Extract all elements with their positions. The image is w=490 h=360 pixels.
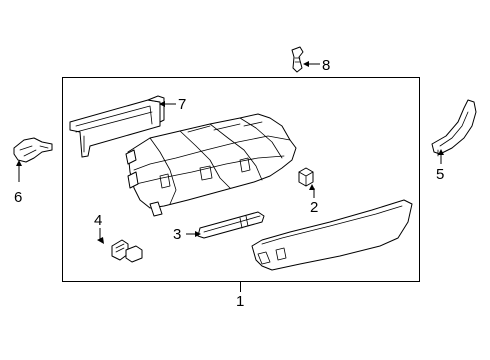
- part-housing: [125, 113, 297, 217]
- part-2-clip: [298, 167, 314, 187]
- part-6-bracket: [13, 137, 53, 163]
- part-7-bracket: [69, 95, 165, 158]
- part-door: [251, 199, 413, 271]
- part-4-latch: [111, 239, 143, 263]
- part-3-damper: [197, 211, 265, 239]
- callout-2: 2: [310, 199, 318, 216]
- callout-4: 4: [94, 212, 102, 229]
- part-8-clip: [291, 46, 304, 73]
- callout-8: 8: [322, 57, 330, 74]
- callout-3: 3: [173, 226, 181, 243]
- leader-lines: [16, 61, 444, 292]
- callout-6: 6: [14, 189, 22, 206]
- callout-1: 1: [236, 293, 244, 310]
- callout-7: 7: [178, 96, 186, 113]
- callout-5: 5: [436, 166, 444, 183]
- part-5-side-trim: [431, 99, 477, 157]
